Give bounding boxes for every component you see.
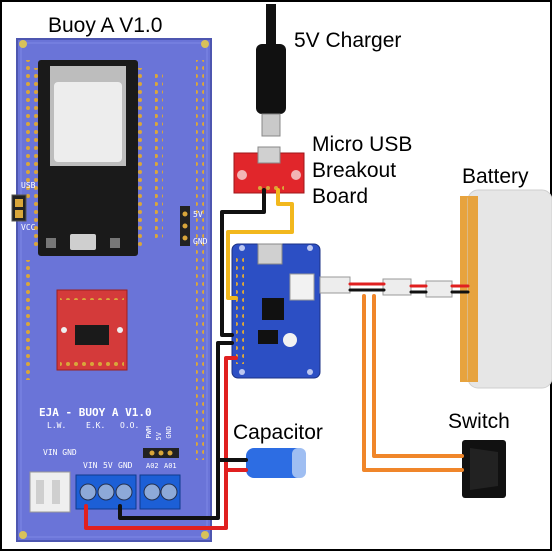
module-shield (54, 82, 122, 162)
vin-gnd-silk: VIN GND (43, 448, 77, 457)
terminal-gnd-silk: GND (118, 461, 132, 470)
esp32-module (34, 60, 142, 256)
charger-cable (256, 4, 286, 136)
usb-breakout-label-2: Breakout (312, 158, 396, 184)
initial-1: L.W. (47, 421, 66, 430)
pwm-gnd-silk: GND (165, 426, 173, 439)
switch-label: Switch (448, 409, 510, 435)
pwm-5v-silk: 5V (155, 432, 163, 440)
micro-usb-breakout (234, 147, 304, 193)
wire-orange-switch-a (364, 296, 462, 470)
board-name-silk: EJA - BUOY A V1.0 (39, 406, 152, 419)
screw-terminal-motor (140, 475, 180, 509)
pwm-header (143, 448, 179, 458)
jst-connector (30, 472, 70, 512)
screw-terminal-power (76, 475, 136, 509)
board-title-label: Buoy A V1.0 (48, 13, 162, 39)
header-5v-gnd (180, 206, 190, 246)
jumper-vcc-silk: VCC (21, 223, 35, 232)
terminal-vin-silk: VIN (83, 461, 97, 470)
usb-breakout-label-1: Micro USB (312, 132, 412, 158)
motor-driver-board (57, 290, 127, 370)
jumper-usb-silk: USB (21, 181, 35, 190)
motor-a02-silk: A02 (146, 462, 159, 470)
usb-breakout-label-3: Board (312, 184, 368, 210)
rocker-switch (462, 440, 506, 498)
battery-jst-connectors (320, 277, 452, 297)
initial-3: O.O. (120, 421, 139, 430)
capacitor-label: Capacitor (233, 420, 323, 446)
motor-a01-silk: A01 (164, 462, 177, 470)
charger-board (232, 244, 320, 378)
header-gnd-silk: GND (193, 237, 207, 246)
power-jumper (12, 195, 26, 221)
charger-label: 5V Charger (294, 28, 401, 54)
battery (460, 190, 552, 388)
capacitor (246, 448, 306, 478)
initial-2: E.K. (86, 421, 105, 430)
header-5v-silk: 5V (193, 210, 203, 219)
pwm-silk: PWM (145, 426, 153, 439)
battery-label: Battery (462, 164, 529, 190)
terminal-5v-silk: 5V (103, 461, 113, 470)
esp32-usb-port (70, 234, 96, 250)
